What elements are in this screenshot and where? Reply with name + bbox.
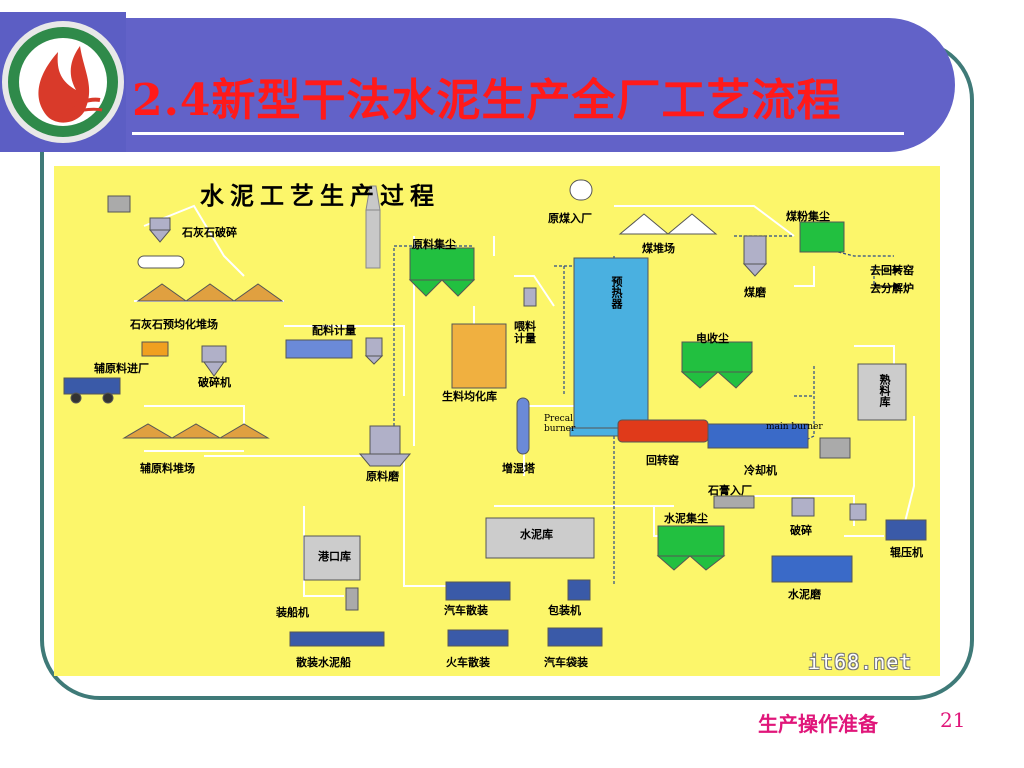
label-precal-burner-1: Precal — [544, 414, 573, 424]
slide-title: 2.4新型干法水泥生产全厂工艺流程 — [132, 75, 842, 126]
label-coal-in: 原煤入厂 — [548, 212, 592, 225]
diagram-title: 水泥工艺生产过程 — [200, 181, 440, 210]
label-esp: 电收尘 — [696, 332, 729, 345]
label-limestone-yard: 石灰石预均化堆场 — [130, 318, 218, 331]
label-humid-tower: 增湿塔 — [502, 462, 535, 475]
label-truck-bag: 汽车袋装 — [544, 656, 588, 669]
label-raw-mill: 原料磨 — [366, 470, 399, 483]
label-kiln: 回转窑 — [646, 454, 679, 467]
label-aux-in: 辅原料进厂 — [94, 362, 149, 375]
label-coal-dust: 煤粉集尘 — [786, 210, 830, 223]
label-crush: 破碎 — [790, 524, 812, 537]
title-banner — [60, 18, 955, 152]
label-coal-yard: 煤堆场 — [642, 242, 675, 255]
label-main-burner: main burner — [766, 422, 823, 432]
label-roller-press: 辊压机 — [890, 546, 923, 559]
label-coal-mill: 煤磨 — [744, 286, 766, 299]
diagram-graphics — [63, 179, 927, 647]
label-gypsum-in: 石膏入厂 — [708, 484, 752, 497]
label-cooler: 冷却机 — [744, 464, 777, 477]
logo — [0, 12, 126, 152]
banner-underline — [132, 132, 904, 135]
label-bulk-ship: 散装水泥船 — [296, 656, 351, 669]
label-ship-loader: 装船机 — [276, 606, 309, 619]
label-to-kiln: 去回转窑 — [870, 264, 914, 277]
label-cement-mill: 水泥磨 — [788, 588, 821, 601]
label-preheater: 预热器 — [610, 276, 623, 309]
label-raw-dust: 原料集尘 — [412, 238, 456, 251]
label-packer: 包装机 — [548, 604, 581, 617]
label-crusher: 破碎机 — [198, 376, 231, 389]
label-aux-yard: 辅原料堆场 — [140, 462, 195, 475]
watermark: it68.net — [808, 650, 913, 674]
label-feed-meter-1: 喂料 — [514, 320, 536, 333]
label-cement-silo: 水泥库 — [520, 528, 553, 541]
label-limestone-crush: 石灰石破碎 — [182, 226, 237, 239]
process-diagram: 水泥工艺生产过程 石灰石破碎 石灰石预均化堆场 辅原料进厂 破碎机 辅原料堆场 … — [54, 166, 940, 676]
label-train-bulk: 火车散装 — [446, 656, 490, 669]
footer-text: 生产操作准备 — [758, 712, 878, 736]
page-number: 21 — [940, 708, 966, 732]
label-precal-burner-2: burner — [544, 424, 576, 434]
label-clinker-silo: 熟料库 — [878, 374, 891, 407]
label-cement-dust: 水泥集尘 — [664, 512, 708, 525]
label-port-silo: 港口库 — [318, 550, 351, 563]
label-feed-meter-2: 计量 — [514, 332, 536, 345]
label-batching: 配料计量 — [312, 324, 356, 337]
label-truck-bulk: 汽车散装 — [444, 604, 488, 617]
label-homog-silo: 生料均化库 — [442, 390, 497, 403]
label-to-calciner: 去分解炉 — [870, 282, 914, 295]
